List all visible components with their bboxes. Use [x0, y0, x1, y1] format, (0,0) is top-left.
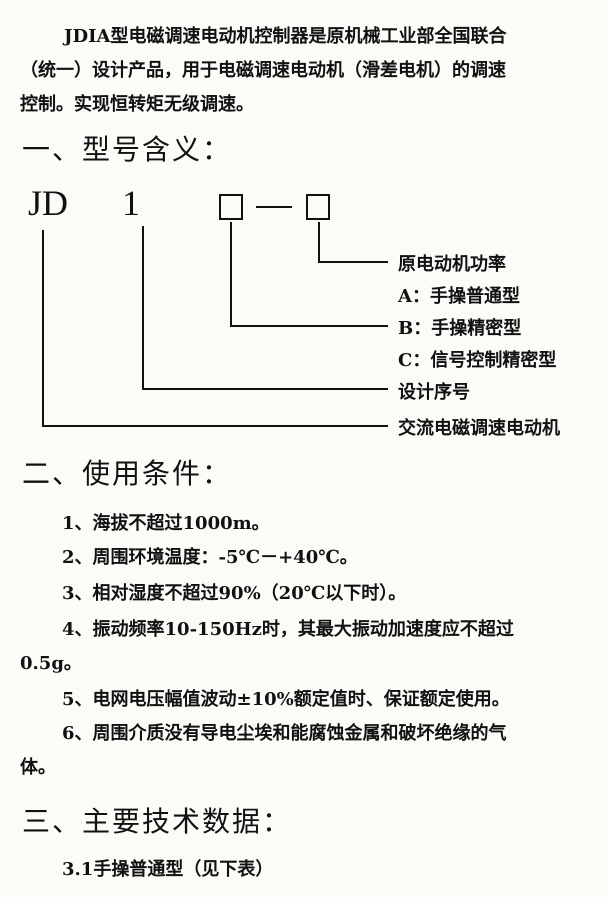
connector-power: [318, 222, 388, 263]
label-ac-motor: 交流电磁调速电动机: [398, 418, 560, 439]
condition-item: 5、电网电压幅值波动±10%额定值时、保证额定使用。: [62, 689, 510, 710]
condition-item-continuation: 体。: [20, 757, 56, 778]
section-2-title: 二、使用条件：: [22, 457, 233, 490]
section-1-title: 一、型号含义：: [22, 133, 233, 166]
model-code-jd: JD: [28, 183, 69, 223]
section-3-title: 三、主要技术数据：: [22, 805, 293, 838]
model-box-2: [306, 194, 330, 220]
label-power: 原电动机功率: [398, 254, 506, 275]
connector-design: [142, 226, 388, 390]
condition-item: 6、周围介质没有导电尘埃和能腐蚀金属和破坏绝缘的气: [62, 723, 507, 744]
label-type-a: A：手操普通型: [398, 286, 520, 307]
label-type-c: C：信号控制精密型: [398, 350, 557, 371]
intro-line-1: JDIA型电磁调速电动机控制器是原机械工业部全国联合: [64, 26, 507, 47]
model-code-1: 1: [122, 183, 140, 223]
intro-line-2: （统一）设计产品，用于电磁调速电动机（滑差电机）的调速: [20, 60, 506, 81]
intro-paragraph: JDIA型电磁调速电动机控制器是原机械工业部全国联合 （统一）设计产品，用于电磁…: [20, 20, 592, 122]
condition-item: 4、振动频率10-150Hz时，其最大振动加速度应不超过: [62, 619, 514, 640]
intro-line-3: 控制。实现恒转矩无级调速。: [20, 94, 254, 115]
label-type-b: B：手操精密型: [398, 318, 522, 339]
model-dash: [256, 206, 292, 208]
condition-item-continuation: 0.5g。: [20, 653, 82, 674]
connector-ac: [42, 230, 388, 427]
label-design-number: 设计序号: [398, 382, 470, 403]
condition-item: 3、相对湿度不超过90%（20℃以下时）。: [62, 583, 407, 604]
condition-item: 1、海拔不超过1000m。: [62, 513, 270, 534]
model-box-1: [219, 194, 243, 220]
connector-type: [230, 222, 388, 327]
condition-item: 2、周围环境温度：-5℃－+40℃。: [62, 547, 358, 568]
section-3-subheading: 3.1手操普通型（见下表）: [62, 859, 274, 880]
